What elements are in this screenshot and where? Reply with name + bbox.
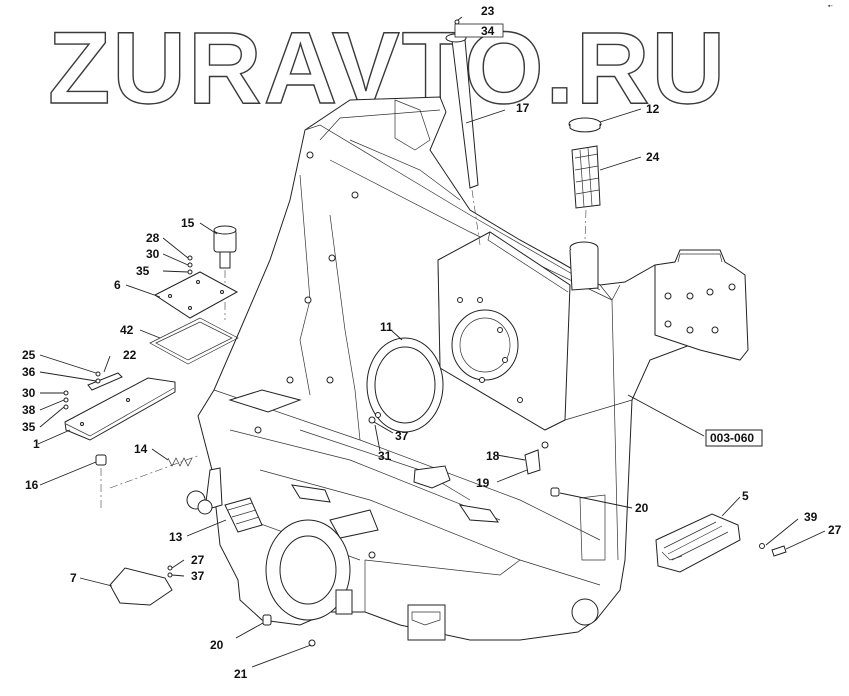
label-7: 7: [70, 571, 77, 585]
part-42-gasket: [149, 317, 239, 365]
label-21: 21: [234, 667, 248, 681]
part-36-washer: [95, 378, 101, 384]
part-labels: 23 34 17 12 24 15 28 30 35 6 42 25 22 36…: [22, 4, 842, 681]
label-35-b: 35: [22, 420, 36, 434]
filler-neck: [569, 241, 599, 291]
label-34: 34: [481, 24, 495, 38]
label-30: 30: [146, 247, 160, 261]
part-11-ring: [366, 337, 444, 433]
part-12-cap: [568, 117, 602, 133]
part-39-washer: [759, 543, 765, 549]
part-20-plug: [550, 487, 560, 497]
label-37: 37: [191, 569, 205, 583]
part-37-washer: [167, 572, 173, 578]
part-27-bolt: [167, 565, 173, 571]
part-38-washer: [63, 397, 69, 403]
part-13-filter: [224, 497, 263, 533]
part-35-washer-b: [63, 404, 69, 410]
label-11: 11: [380, 320, 393, 334]
leader-lines: [37, 16, 826, 668]
part-30-washer-b: [63, 390, 69, 396]
part-15-breather: [213, 225, 237, 320]
part-16-plug: [95, 454, 107, 510]
part-14-spring: [109, 454, 201, 489]
part-7-bracket: [109, 567, 173, 606]
part-22-strip: [87, 372, 123, 391]
part-23-screw: [454, 19, 460, 25]
part-20-plug-b: [262, 614, 272, 626]
part-37-washer-b: [368, 416, 376, 424]
part-31-bolt: [375, 412, 381, 418]
part-6-cover-plate: [154, 271, 239, 319]
reference-label: 003-060: [710, 431, 754, 445]
label-15: 15: [181, 216, 195, 230]
label-38: 38: [22, 403, 36, 417]
label-31: 31: [378, 449, 392, 463]
part-25-screw: [95, 371, 101, 377]
part-24-strainer: [571, 145, 601, 241]
label-39: 39: [804, 510, 818, 524]
label-18: 18: [486, 449, 500, 463]
label-28: 28: [146, 231, 160, 245]
part-1-cover: [64, 377, 176, 441]
label-1: 1: [33, 437, 40, 451]
reference-box: [705, 429, 763, 447]
label-23: 23: [481, 4, 495, 18]
label-5: 5: [742, 489, 749, 503]
label-42: 42: [120, 323, 134, 337]
watermark: ZURAVTO.RU: [48, 11, 727, 125]
part-28-screw: [187, 255, 193, 261]
label-12: 12: [646, 102, 660, 116]
part-27-bolt-b: [771, 545, 787, 557]
label-20: 20: [635, 501, 649, 515]
label-6: 6: [114, 278, 121, 292]
label-13: 13: [169, 530, 183, 544]
label-16: 16: [25, 478, 39, 492]
label-17: 17: [516, 101, 530, 115]
label-34-box: [454, 23, 504, 38]
label-20-b: 20: [210, 638, 224, 652]
part-5-step: [655, 513, 741, 573]
frame-body: [186, 96, 749, 641]
label-27: 27: [191, 553, 205, 567]
label-37-b: 37: [395, 429, 409, 443]
label-27-b: 27: [828, 523, 842, 537]
label-25: 25: [22, 348, 36, 362]
label-35: 35: [136, 264, 150, 278]
part-18-fitting: [524, 449, 541, 475]
label-14: 14: [134, 442, 148, 456]
label-22: 22: [123, 348, 137, 362]
corner-mark: ▪-: [828, 3, 833, 10]
part-21-plug: [308, 639, 316, 647]
part-30-washer: [187, 262, 193, 268]
label-19: 19: [476, 476, 490, 490]
label-24: 24: [646, 150, 660, 164]
part-35-washer: [187, 269, 193, 275]
label-30-b: 30: [22, 386, 36, 400]
label-36: 36: [22, 365, 36, 379]
